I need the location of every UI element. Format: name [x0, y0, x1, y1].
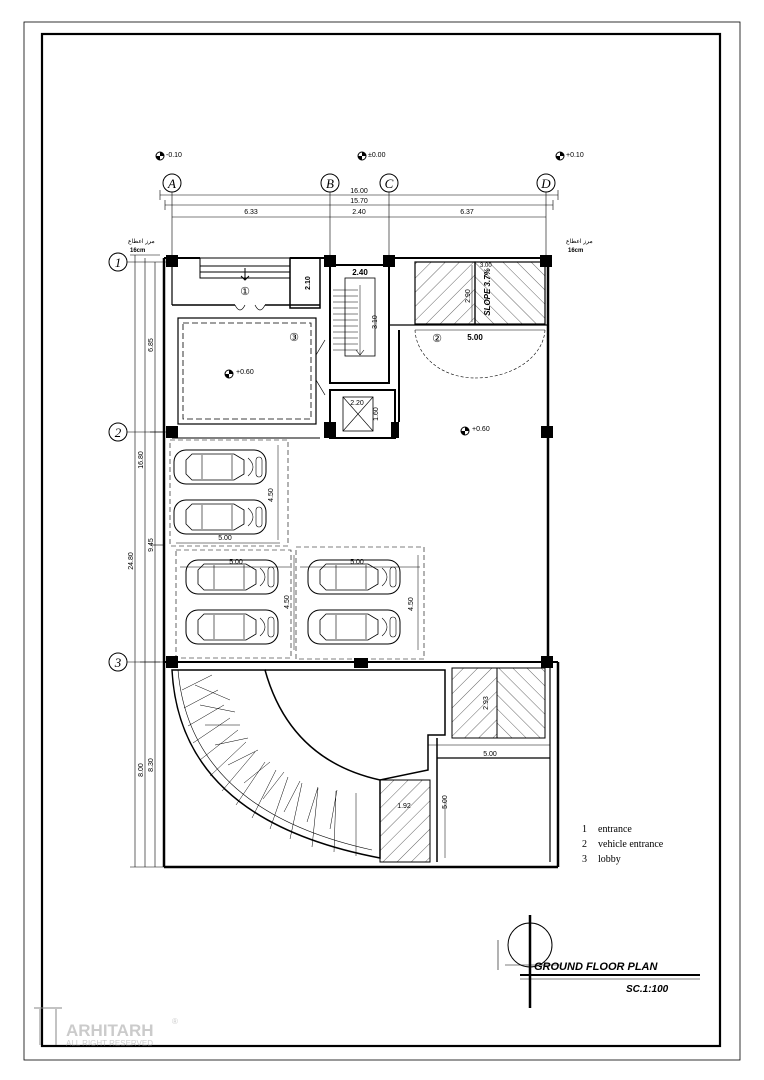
brand-watermark: ARHITARH ® ALL RIGHT RESERVED [34, 1007, 178, 1048]
curved-ramp [171, 669, 446, 863]
dim-a-b: 6.33 [244, 209, 258, 216]
ramp-hatch-right [474, 261, 546, 325]
dim-p450c: 4.50 [408, 597, 415, 611]
brand-name: ARHITARH [66, 1021, 154, 1040]
brand-logo-icon [34, 1007, 62, 1045]
tag-entrance: ① [240, 286, 250, 298]
level-parking: +0.60 [472, 426, 490, 433]
tag-vehicle-entrance: ② [432, 333, 442, 345]
entrance-area [172, 257, 321, 311]
legend-num-2: 2 [582, 839, 587, 850]
level-left: -0.10 [166, 152, 182, 159]
dim-s3: 8.30 [148, 758, 155, 772]
car-icon [185, 609, 279, 645]
setback-note-right: مرز اعطاع [566, 238, 593, 245]
brand-symbol: ® [172, 1017, 178, 1026]
level-right: +0.10 [566, 152, 584, 159]
level-marker-icon [224, 369, 234, 379]
lower-right-walls [428, 668, 551, 862]
dim-500-r: 5.00 [483, 751, 497, 758]
axis-c-label: C [385, 176, 394, 191]
dim-290: 2.90 [465, 289, 472, 303]
lobby-area [172, 317, 326, 439]
sheet-outer-border [23, 21, 741, 1061]
dim-310: 3.10 [372, 315, 379, 329]
legend-label-3: lobby [598, 854, 621, 865]
level-marker-icon [555, 151, 565, 161]
sheet-inner-border [40, 32, 722, 1048]
dim-inner-width: 15.70 [350, 198, 368, 205]
level-lobby: +0.60 [236, 369, 254, 376]
ramp-walls [388, 262, 548, 422]
lower-ramp-hatch-right [496, 667, 546, 739]
dim-c-d: 6.37 [460, 209, 474, 216]
setback-unit-left: 16cm [130, 248, 145, 254]
level-marker-icon [460, 426, 470, 436]
car-icon [173, 449, 267, 485]
dim-p500a: 5.00 [218, 535, 232, 542]
left-dimensions [130, 254, 165, 868]
setback-note-left: مرز اعطاع [128, 238, 155, 245]
axis-bubbles-left: 1 2 3 [108, 252, 128, 672]
axis-b-label: B [326, 176, 334, 191]
axis-bubbles-top: A B C D [162, 173, 556, 193]
axis-a-label: A [167, 176, 176, 191]
ramp-slope: SLOPE 3.7% [483, 268, 492, 316]
car-icon [173, 499, 267, 535]
dim-ramp-500: 5.00 [467, 333, 483, 342]
elevator-shaft [329, 389, 396, 439]
level-center: ±0.00 [368, 152, 386, 159]
dim-500-v: 5.00 [442, 795, 449, 809]
axis-1-label: 1 [115, 255, 122, 270]
legend-num-1: 1 [582, 824, 587, 835]
legend-label-1: entrance [598, 824, 632, 835]
stair-core [329, 264, 390, 384]
dim-300: 3.00 [480, 263, 492, 269]
tag-lobby: ③ [289, 332, 299, 344]
dim-p500b: 5.00 [229, 559, 243, 566]
legend-label-2: vehicle entrance [598, 839, 664, 850]
drawing-title: GROUND FLOOR PLAN [534, 961, 658, 973]
dim-s2: 9.45 [148, 538, 155, 552]
legend-num-3: 3 [582, 854, 587, 865]
axis-2-label: 2 [115, 425, 122, 440]
dim-upper-depth: 16.80 [138, 451, 145, 469]
dim-p500c: 5.00 [350, 559, 364, 566]
lower-ramp-hatch-left [451, 667, 498, 739]
dim-240: 2.40 [352, 268, 368, 277]
legend: 1 entrance 2 vehicle entrance 3 lobby [582, 824, 664, 865]
car-icon [307, 609, 401, 645]
dim-p450a: 4.50 [268, 488, 275, 502]
level-marker-icon [155, 151, 165, 161]
dim-total-width: 16.00 [350, 188, 368, 195]
drawing-scale: SC.1:100 [626, 984, 669, 995]
brand-rights: ALL RIGHT RESERVED [66, 1039, 153, 1048]
dim-220: 2.20 [350, 400, 364, 407]
dim-160: 1.60 [373, 407, 380, 421]
north-arrow-icon [497, 915, 560, 1008]
setback-unit-right: 16cm [568, 248, 583, 254]
parking-stall-outlines [169, 439, 425, 660]
dim-b-c: 2.40 [352, 209, 366, 216]
dim-total-depth: 24.80 [128, 552, 135, 570]
dim-210: 2.10 [305, 276, 312, 290]
dim-lower-depth: 8.00 [138, 763, 145, 777]
dim-p450b: 4.50 [284, 595, 291, 609]
level-marker-icon [357, 151, 367, 161]
dim-192: 1.92 [397, 803, 411, 810]
axis-3-label: 3 [114, 655, 122, 670]
top-dimensions [159, 190, 559, 258]
dim-s1: 6.85 [148, 338, 155, 352]
title-underline [520, 974, 700, 980]
parking-dim-lines [176, 445, 420, 650]
dim-293: 2.93 [483, 696, 490, 710]
axis-d-label: D [540, 176, 551, 191]
